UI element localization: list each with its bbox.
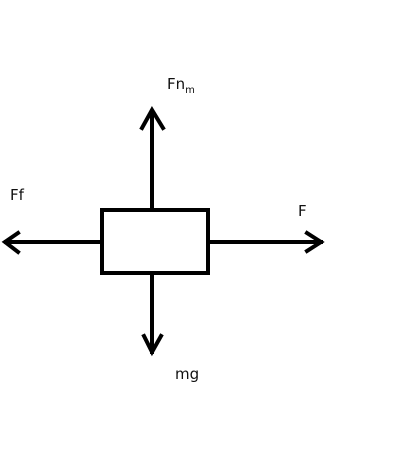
normal-force-label-main: Fn (167, 75, 186, 93)
normal-force-label: Fnm (167, 77, 195, 96)
normal-force-arrow (139, 106, 166, 210)
friction-force-arrow (1, 230, 102, 255)
friction-force-label: Ff (10, 186, 24, 204)
weight-arrow (141, 273, 164, 357)
block (100, 208, 210, 275)
applied-force-arrow (208, 230, 325, 254)
normal-force-label-subscript: m (185, 85, 195, 96)
weight-label: mg (175, 365, 200, 383)
applied-force-label: F (298, 202, 307, 220)
